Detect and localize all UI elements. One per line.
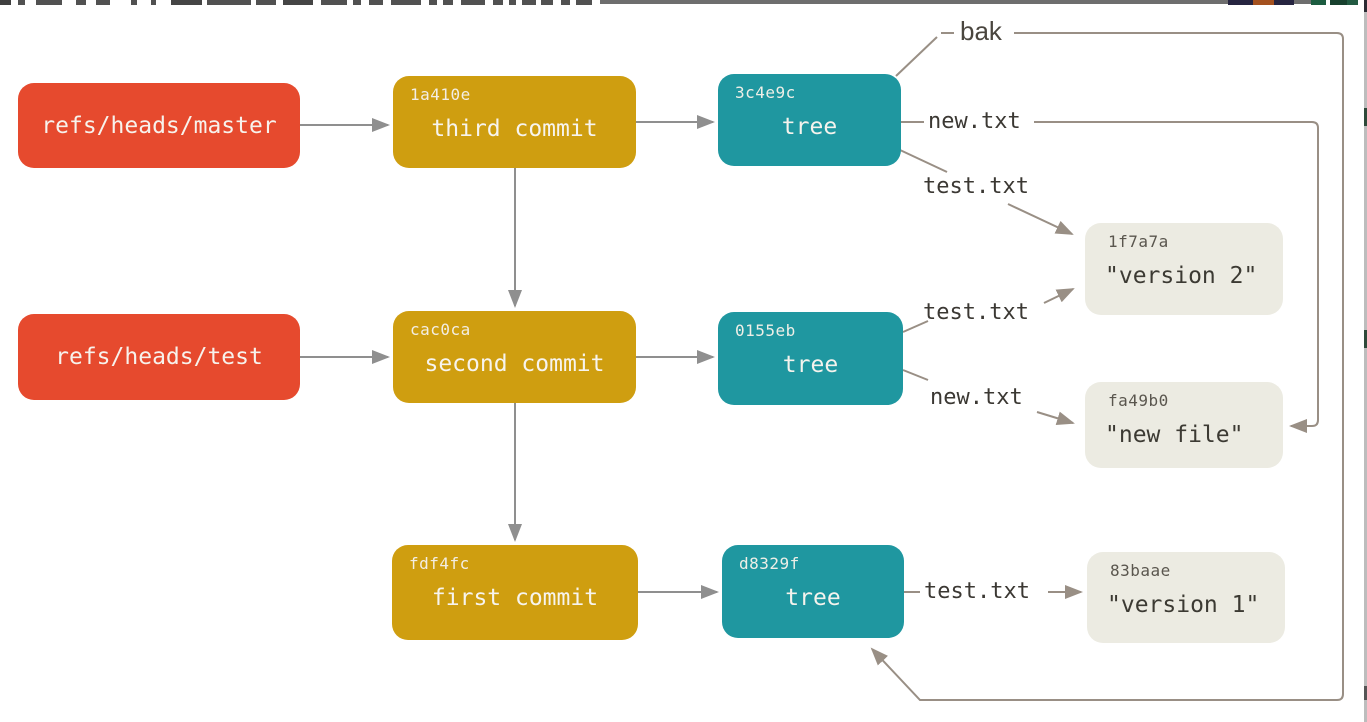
edge-tree2-test-to-blob1	[1043, 288, 1075, 304]
edge-label-bak: bak	[960, 16, 1002, 46]
tree1-label: tree	[781, 114, 838, 140]
edge-tree2-new-to-blob2	[1036, 411, 1075, 426]
blob-newfile-node: fa49b0 "new file"	[1085, 382, 1283, 468]
edge-label-tree3-test: test.txt	[924, 579, 1030, 604]
commit-first-hash: fdf4fc	[409, 554, 470, 573]
commit-second-label: second commit	[424, 351, 605, 377]
ref-test-label: refs/heads/test	[55, 344, 263, 370]
ref-master-label: refs/heads/master	[41, 112, 277, 139]
commit-second-hash: cac0ca	[410, 320, 471, 339]
edge-tree1-test-to-blob1	[1007, 203, 1074, 235]
commit-third-label: third commit	[431, 116, 598, 142]
blob-newfile-hash: fa49b0	[1108, 391, 1169, 410]
commit-first-node: fdf4fc first commit	[392, 545, 638, 640]
tree2-label: tree	[782, 352, 839, 378]
blob-newfile-label: "new file"	[1105, 422, 1244, 448]
edge-label-tree1-new: new.txt	[928, 109, 1021, 134]
blob-version2-hash: 1f7a7a	[1108, 232, 1169, 251]
commit-third-hash: 1a410e	[410, 85, 471, 104]
tree3-hash: d8329f	[739, 554, 800, 573]
tree3-label: tree	[785, 585, 841, 611]
edge-label-tree2-new: new.txt	[930, 385, 1023, 410]
edge-label-tree2-test: test.txt	[923, 300, 1029, 325]
blob-version2-label: "version 2"	[1105, 263, 1258, 289]
blob-version1-hash: 83baae	[1110, 561, 1171, 580]
tree2-hash: 0155eb	[735, 321, 796, 340]
right-edge-artifact	[1364, 0, 1367, 722]
ref-master-node: refs/heads/master	[18, 83, 300, 168]
edge-bak-stub	[895, 36, 938, 77]
edge-tree2-new-stub	[902, 369, 929, 381]
blob-version1-label: "version 1"	[1107, 592, 1260, 618]
tree1-node: 3c4e9c tree	[718, 74, 901, 166]
commit-second-node: cac0ca second commit	[393, 311, 636, 403]
tree2-node: 0155eb tree	[718, 312, 903, 405]
tree3-node: d8329f tree	[722, 545, 904, 638]
edge-label-tree1-test: test.txt	[923, 174, 1029, 199]
tree1-hash: 3c4e9c	[735, 83, 796, 102]
commit-first-label: first commit	[431, 585, 599, 611]
blob-version1-node: 83baae "version 1"	[1087, 552, 1285, 643]
edge-tree1-test-stub	[899, 149, 948, 173]
blob-version2-node: 1f7a7a "version 2"	[1085, 223, 1283, 315]
commit-third-node: 1a410e third commit	[393, 76, 636, 168]
ref-test-node: refs/heads/test	[18, 314, 300, 400]
